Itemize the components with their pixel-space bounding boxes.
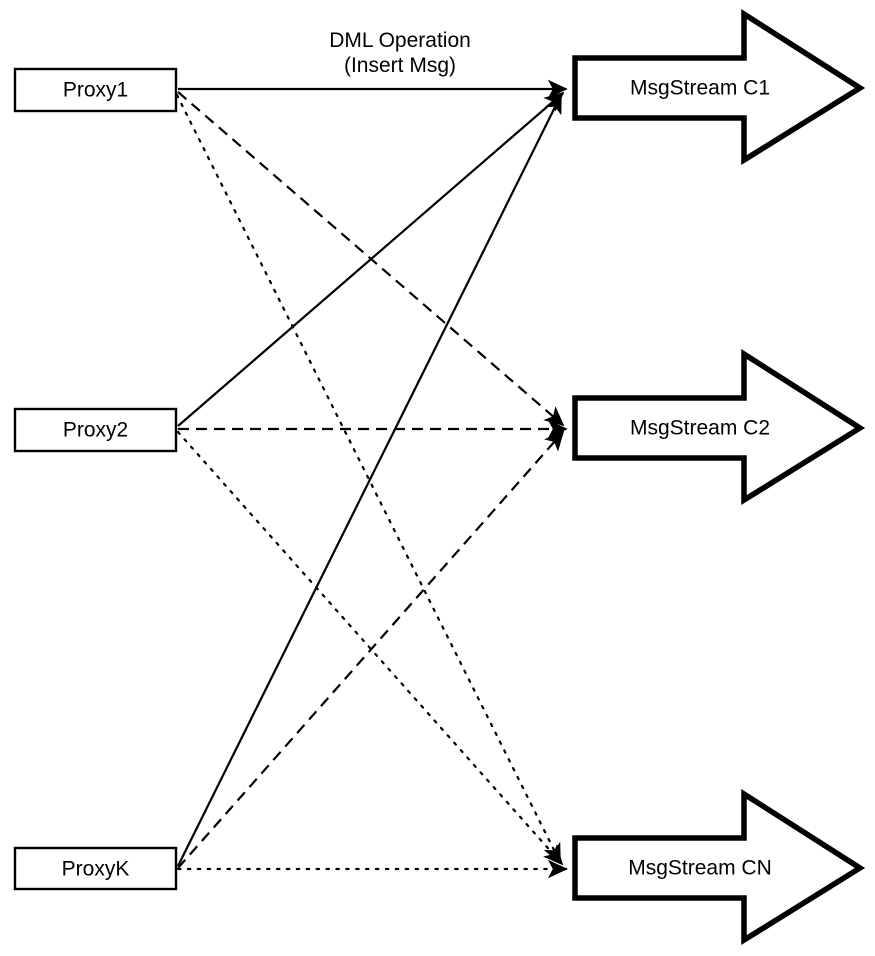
- connection-proxy2-cn: [176, 430, 564, 866]
- msgstream-node-c2[interactable]: MsgStream C2: [572, 348, 866, 505]
- proxy-label: Proxy1: [63, 79, 128, 102]
- connection-proxy1-cn: [175, 93, 562, 864]
- edge-label-dml-operation: DML Operation (Insert Msg): [329, 29, 471, 77]
- msgstream-label: MsgStream C1: [630, 77, 770, 100]
- connection-proxy2-c1: [177, 91, 565, 427]
- connection-proxyk-c1: [177, 93, 562, 867]
- edge-label-line2: (Insert Msg): [344, 54, 456, 77]
- msgstream-label: MsgStream C2: [630, 417, 770, 440]
- proxy-nodes: Proxy1 Proxy2 ProxyK: [13, 67, 178, 891]
- block-arrow-shape[interactable]: [572, 348, 866, 505]
- proxy-label: Proxy2: [63, 419, 128, 442]
- edge-label-line1: DML Operation: [329, 29, 471, 52]
- proxy-node-proxy1[interactable]: Proxy1: [13, 67, 178, 113]
- msgstream-label: MsgStream CN: [628, 857, 772, 880]
- connection-lines: [175, 79, 568, 879]
- proxy-box[interactable]: [13, 407, 178, 453]
- block-arrow-shape[interactable]: [572, 788, 866, 945]
- proxy-box[interactable]: [13, 67, 178, 113]
- block-arrow-shape[interactable]: [572, 8, 866, 165]
- msgstream-node-c1[interactable]: MsgStream C1: [572, 8, 866, 165]
- proxy-node-proxy2[interactable]: Proxy2: [13, 407, 178, 453]
- proxy-label: ProxyK: [62, 858, 130, 881]
- msgstream-nodes: MsgStream C1 MsgStream C2 MsgStream CN: [572, 8, 866, 945]
- proxy-box[interactable]: [13, 846, 178, 891]
- msgstream-node-cn[interactable]: MsgStream CN: [572, 788, 866, 945]
- proxy-node-proxyk[interactable]: ProxyK: [13, 846, 178, 891]
- connection-proxyk-c2: [177, 430, 565, 869]
